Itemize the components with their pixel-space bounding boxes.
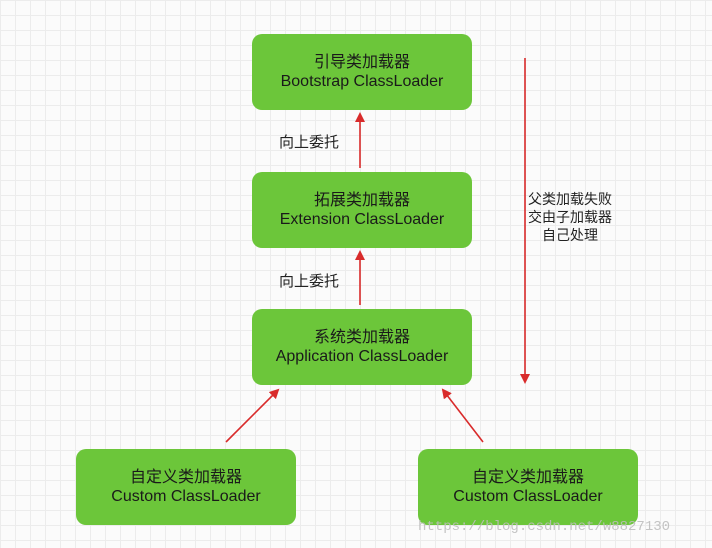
node-custom-classloader-left: 自定义类加载器 Custom ClassLoader bbox=[76, 449, 296, 525]
node-custom-classloader-right: 自定义类加载器 Custom ClassLoader bbox=[418, 449, 638, 525]
fallback-line-1: 父类加载失败 bbox=[528, 191, 612, 207]
watermark: https://blog.csdn.net/w8827130 bbox=[418, 519, 671, 535]
node-label-en: Bootstrap ClassLoader bbox=[280, 73, 444, 90]
fallback-line-2: 交由子加载器 bbox=[528, 209, 612, 225]
node-label-zh: 自定义类加载器 bbox=[129, 469, 242, 486]
arrow-custom-left-to-application bbox=[225, 388, 280, 443]
node-label-en: Custom ClassLoader bbox=[111, 488, 261, 505]
arrow-custom-right-to-application bbox=[441, 388, 484, 443]
node-label-en: Extension ClassLoader bbox=[279, 211, 445, 228]
node-label-zh: 拓展类加载器 bbox=[313, 192, 410, 209]
label-parent-fail-fallback: 父类加载失败 交由子加载器 自己处理 bbox=[528, 190, 612, 244]
node-label-en: Custom ClassLoader bbox=[453, 488, 603, 505]
node-application-classloader: 系统类加载器 Application ClassLoader bbox=[252, 309, 472, 385]
node-label-zh: 自定义类加载器 bbox=[471, 469, 584, 486]
label-delegate-upward-top: 向上委托 bbox=[279, 134, 340, 151]
node-label-zh: 系统类加载器 bbox=[313, 329, 410, 346]
node-label-en: Application ClassLoader bbox=[275, 348, 449, 365]
node-bootstrap-classloader: 引导类加载器 Bootstrap ClassLoader bbox=[252, 34, 472, 110]
label-delegate-upward-bottom: 向上委托 bbox=[279, 273, 340, 290]
fallback-line-3: 自己处理 bbox=[542, 227, 598, 243]
node-extension-classloader: 拓展类加载器 Extension ClassLoader bbox=[252, 172, 472, 248]
node-label-zh: 引导类加载器 bbox=[313, 54, 410, 71]
